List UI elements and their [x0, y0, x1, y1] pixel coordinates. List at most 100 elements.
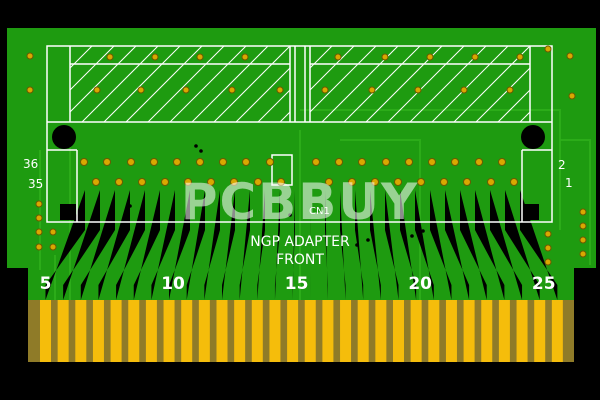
via	[544, 230, 552, 238]
gold-finger	[304, 300, 316, 362]
drill-dot	[128, 204, 132, 208]
gold-finger	[75, 300, 87, 362]
via	[451, 158, 459, 166]
gold-finger	[410, 300, 422, 362]
gold-finger	[181, 300, 193, 362]
via	[35, 243, 43, 251]
square-pad-right	[523, 204, 539, 220]
gold-finger	[128, 300, 140, 362]
mounting-hole-right	[521, 125, 545, 149]
via	[196, 158, 204, 166]
drill-dot	[288, 213, 292, 217]
edge-pin-number-10: 10	[161, 274, 185, 294]
via	[35, 200, 43, 208]
via	[516, 53, 524, 61]
hatch-line	[69, 45, 137, 113]
drill-dot	[410, 234, 414, 238]
via	[348, 178, 356, 186]
via	[463, 178, 471, 186]
board-subtitle: FRONT	[276, 252, 324, 268]
hatch-line	[125, 45, 203, 123]
pin-label-35: 35	[28, 177, 43, 191]
via	[115, 178, 123, 186]
hatch-line	[81, 45, 159, 123]
hatch-line	[69, 45, 115, 91]
gold-finger	[145, 300, 157, 362]
via	[254, 178, 262, 186]
gold-finger	[516, 300, 528, 362]
connector-cn1	[46, 45, 553, 223]
via	[405, 158, 413, 166]
trace	[257, 190, 265, 300]
via	[103, 158, 111, 166]
gold-finger	[551, 300, 563, 362]
gold-finger	[198, 300, 210, 362]
trace	[186, 190, 205, 300]
gold-finger	[481, 300, 493, 362]
trace	[151, 190, 175, 300]
pin-label-36: 36	[23, 157, 38, 171]
via	[358, 158, 366, 166]
via	[475, 158, 483, 166]
gold-finger	[340, 300, 352, 362]
gold-finger	[357, 300, 369, 362]
via	[579, 222, 587, 230]
via	[127, 158, 135, 166]
edge-pin-number-20: 20	[408, 274, 432, 294]
via	[161, 178, 169, 186]
via	[335, 158, 343, 166]
drill-dot	[430, 227, 434, 231]
via	[368, 86, 376, 94]
via	[498, 158, 506, 166]
pin-label-2: 2	[558, 158, 566, 172]
via	[93, 86, 101, 94]
via	[321, 86, 329, 94]
trace	[222, 190, 235, 300]
drill-dot	[91, 217, 95, 221]
trace	[98, 190, 130, 300]
via	[579, 236, 587, 244]
via	[35, 228, 43, 236]
via	[276, 86, 284, 94]
hatch-line	[519, 111, 531, 123]
via	[26, 86, 34, 94]
trace	[204, 190, 220, 300]
trace	[63, 190, 100, 300]
gold-finger	[163, 300, 175, 362]
via	[544, 244, 552, 252]
trace	[274, 190, 280, 300]
trace	[445, 190, 470, 300]
via	[381, 53, 389, 61]
via	[137, 86, 145, 94]
drill-dot	[68, 244, 72, 248]
via	[394, 178, 402, 186]
gold-finger	[216, 300, 228, 362]
via	[371, 178, 379, 186]
hatch-line	[169, 45, 247, 123]
gold-finger	[57, 300, 69, 362]
trace	[505, 190, 540, 300]
gold-finger	[322, 300, 334, 362]
gold-finger	[463, 300, 475, 362]
hatch-line	[235, 67, 291, 123]
via	[325, 178, 333, 186]
trace	[370, 190, 381, 300]
hatch-line	[431, 45, 509, 123]
via	[579, 208, 587, 216]
hatch-line	[309, 45, 355, 91]
gold-finger	[40, 300, 51, 362]
via	[382, 158, 390, 166]
fan-out-traces	[45, 190, 558, 300]
gold-finger	[393, 300, 404, 362]
via	[106, 53, 114, 61]
via	[277, 178, 285, 186]
via	[544, 258, 552, 266]
trace	[292, 190, 295, 300]
edge-pin-number-5: 5	[40, 274, 52, 294]
connector-shroud	[69, 46, 531, 122]
via	[35, 214, 43, 222]
via	[414, 86, 422, 94]
hatch-line	[497, 89, 531, 123]
trace	[239, 190, 250, 300]
